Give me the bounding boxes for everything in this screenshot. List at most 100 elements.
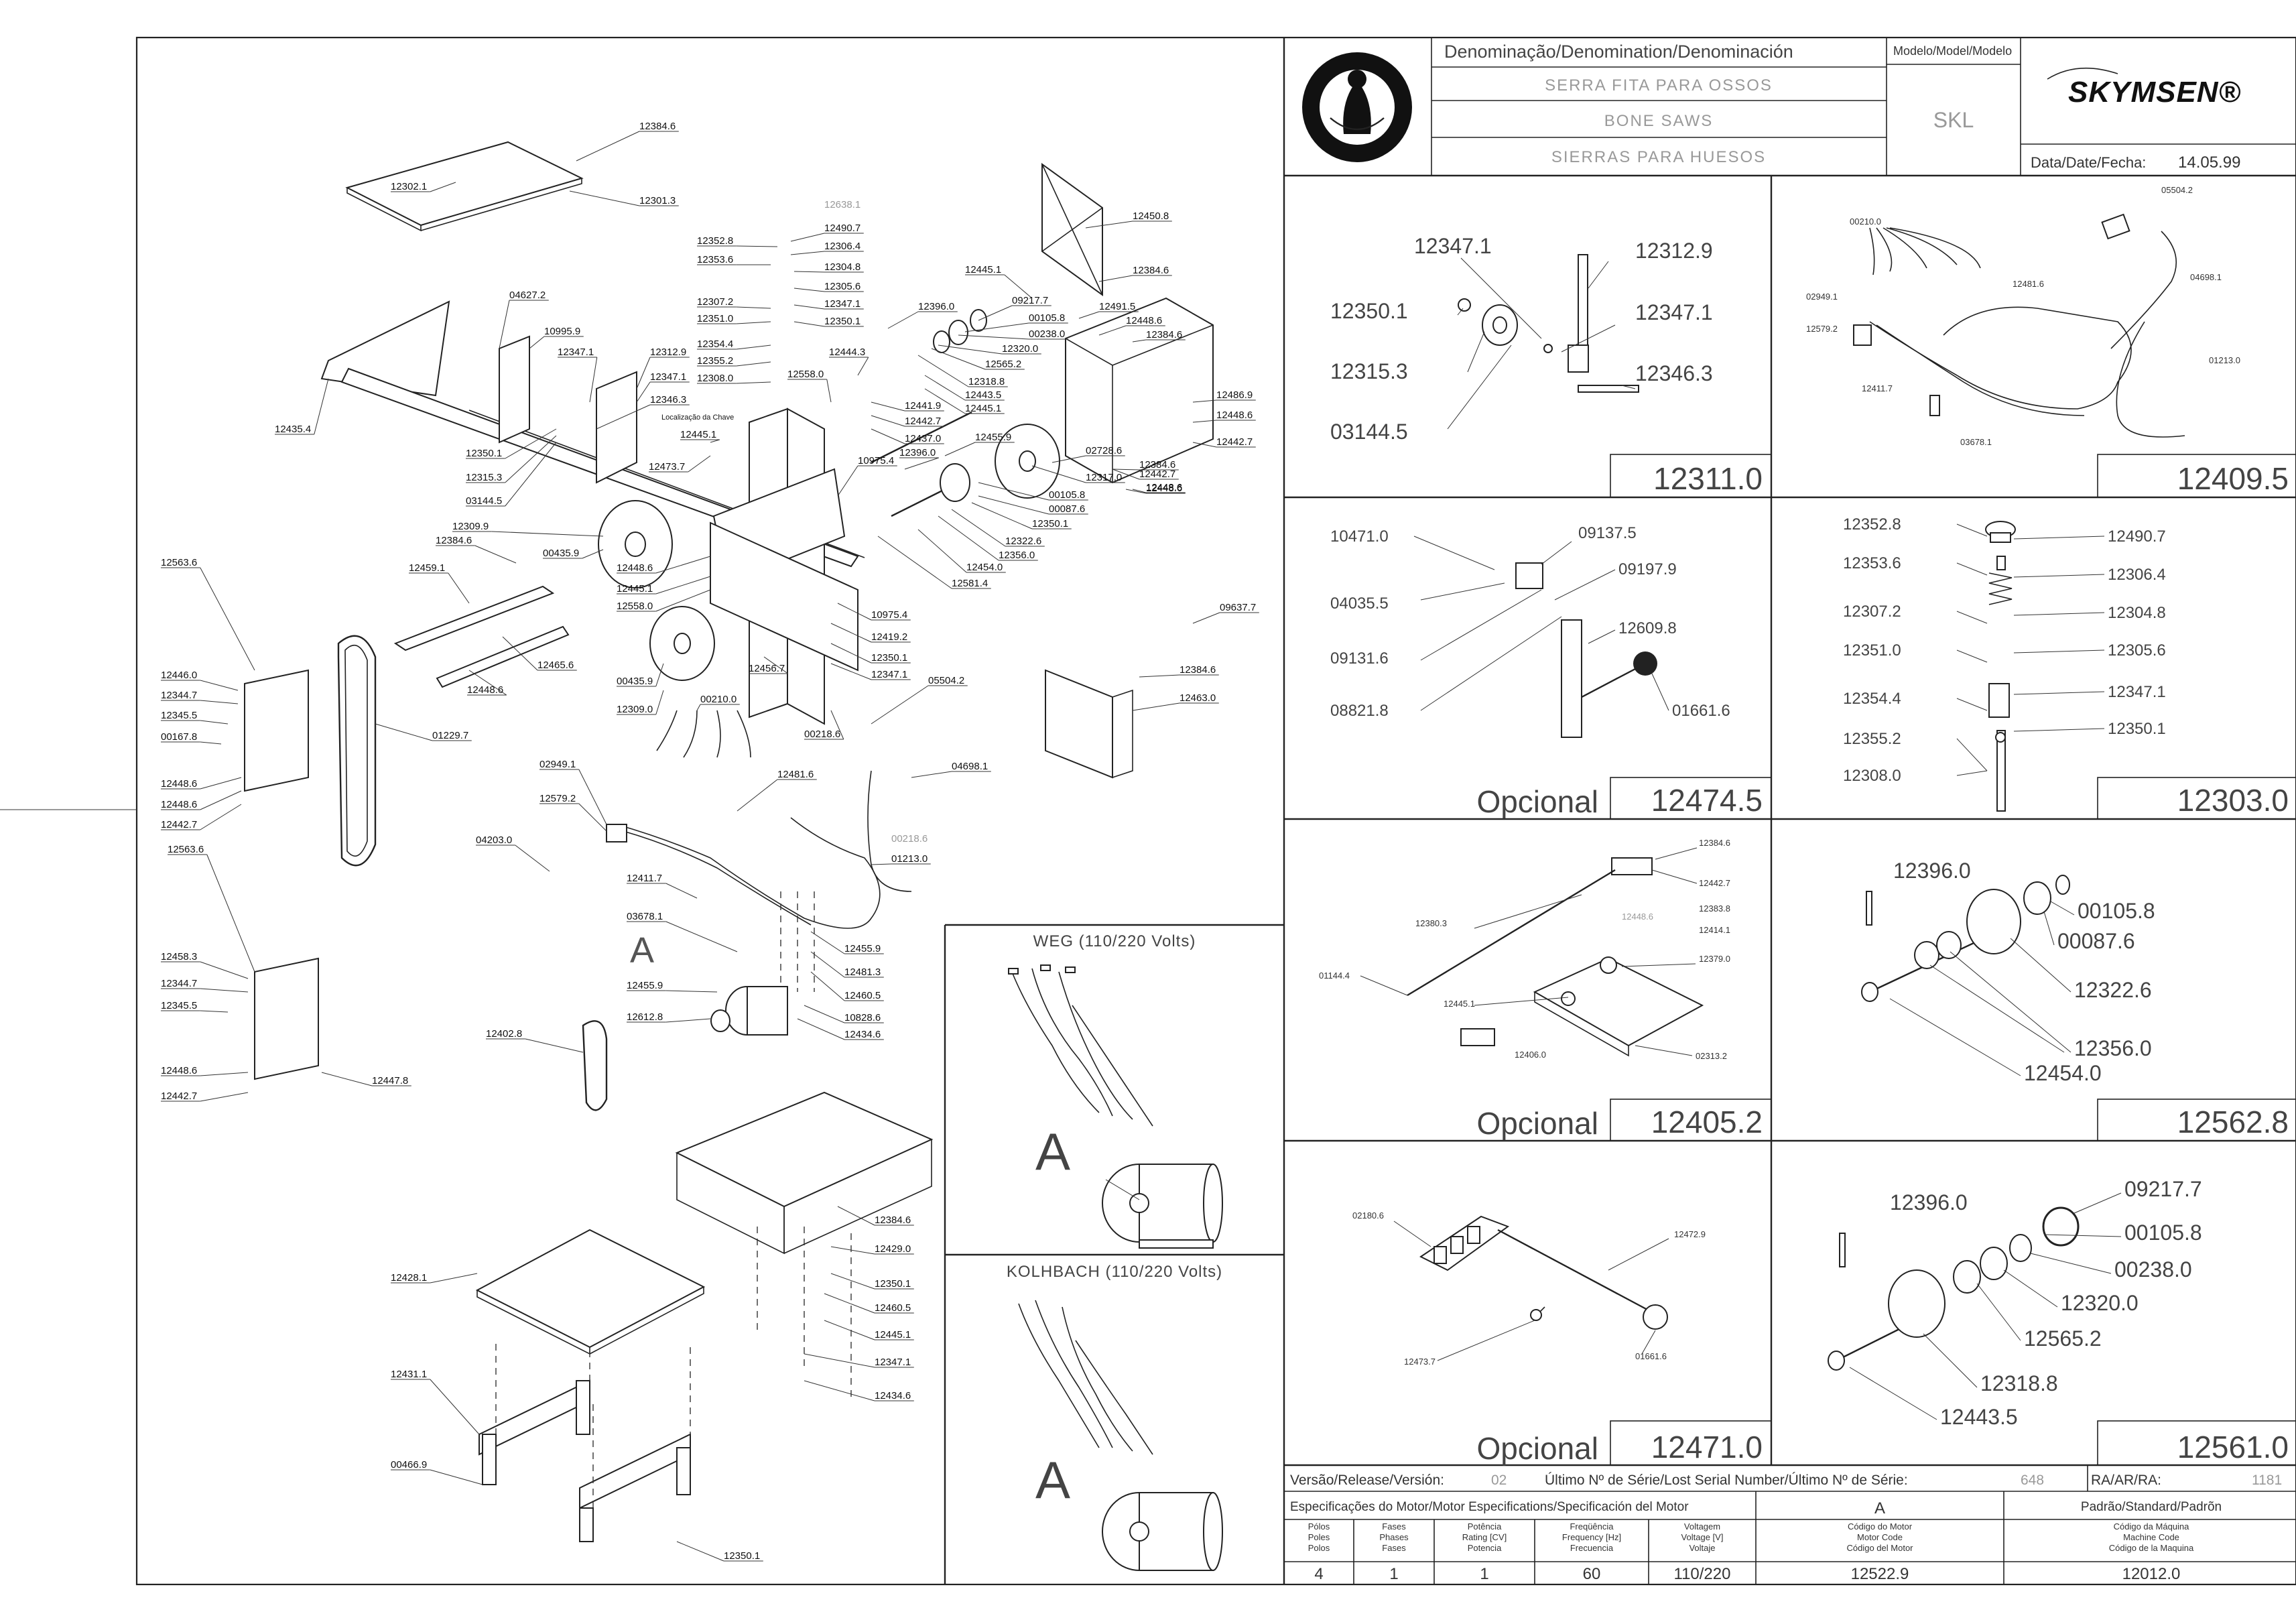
part-callout: 12446.0 bbox=[161, 670, 197, 681]
motor-reference-letter: A bbox=[630, 930, 654, 971]
part-callout: 00466.9 bbox=[391, 1459, 427, 1471]
panel-code: 12561.0 bbox=[2177, 1430, 2289, 1464]
spec-value: 12012.0 bbox=[2122, 1565, 2181, 1583]
detail-panel-12474: 12474.5 Opcional 10471.0 09137.5 09197.9… bbox=[1330, 524, 1772, 820]
spec-header-line: Potência bbox=[1468, 1521, 1502, 1532]
part-callout: 12350.1 bbox=[824, 316, 860, 327]
svg-text:SKYMSEN®: SKYMSEN® bbox=[2068, 76, 2241, 109]
part-callout: 10995.9 bbox=[544, 326, 580, 337]
callout: 12347.1 bbox=[1635, 300, 1713, 324]
callout: 01661.6 bbox=[1635, 1351, 1667, 1361]
callout: 00210.0 bbox=[1850, 216, 1881, 227]
callout: 12380.3 bbox=[1415, 918, 1447, 928]
callout: 12305.6 bbox=[2108, 641, 2166, 660]
spec-value: 1 bbox=[1480, 1565, 1488, 1583]
model-code: SKL bbox=[1933, 108, 1974, 132]
callout: 12350.1 bbox=[1330, 299, 1408, 323]
part-callout: 12301.3 bbox=[639, 195, 676, 206]
part-callout: 12437.0 bbox=[905, 433, 941, 444]
part-callout: 02949.1 bbox=[539, 759, 576, 770]
part-callout: 12347.1 bbox=[871, 669, 907, 680]
spec-header-line: Frequency [Hz] bbox=[1562, 1532, 1621, 1542]
callout: 05504.2 bbox=[2161, 185, 2193, 195]
part-callout: 12447.8 bbox=[372, 1075, 408, 1086]
part-callout: 12473.7 bbox=[649, 461, 685, 473]
panel-code: 12311.0 bbox=[1653, 461, 1763, 496]
part-callout: 12445.1 bbox=[965, 264, 1001, 275]
part-callout: 12442.7 bbox=[1216, 436, 1253, 448]
part-callout: 04203.0 bbox=[476, 834, 512, 846]
part-callout: 12384.6 bbox=[1133, 265, 1169, 276]
part-callout: 04627.2 bbox=[509, 290, 546, 301]
part-callout: 12463.0 bbox=[1179, 692, 1216, 704]
spec-header-line: Potencia bbox=[1468, 1543, 1502, 1553]
spec-header-line: Polos bbox=[1308, 1543, 1330, 1553]
part-callout: 12455.9 bbox=[627, 980, 663, 991]
part-callout: 00105.8 bbox=[1049, 489, 1085, 501]
panel-code: 12474.5 bbox=[1651, 783, 1763, 818]
spec-header-line: Código de la Maquina bbox=[2109, 1543, 2194, 1553]
spec-header-line: Voltage [V] bbox=[1681, 1532, 1724, 1542]
part-callout: 12448.6 bbox=[161, 778, 197, 790]
part-callout: 12442.7 bbox=[1139, 469, 1175, 480]
callout: 12406.0 bbox=[1515, 1050, 1546, 1060]
part-callout: 12443.5 bbox=[965, 389, 1001, 401]
part-callout: 00167.8 bbox=[161, 731, 197, 743]
part-callout: 12351.0 bbox=[697, 313, 733, 324]
part-callout: 12565.2 bbox=[985, 359, 1021, 370]
detail-panel-12405: 12405.2 Opcional 12384.6 12442.7 12383.8… bbox=[1319, 838, 1772, 1141]
part-callout: 12445.1 bbox=[965, 403, 1001, 414]
spec-header-line: Código da Máquina bbox=[2114, 1521, 2190, 1532]
last-serial-label: Último Nº de Série/Lost Serial Number/Úl… bbox=[1545, 1473, 1908, 1488]
weg-letter: A bbox=[1035, 1122, 1070, 1181]
optional-label: Opcional bbox=[1476, 784, 1598, 819]
part-callout: 12563.6 bbox=[161, 557, 197, 568]
info-block: Versão/Release/Versión: 02 Último Nº de … bbox=[1284, 1465, 2296, 1584]
part-callout: 12356.0 bbox=[999, 550, 1035, 561]
part-callout: 12638.1 bbox=[824, 199, 860, 210]
part-callout: 03678.1 bbox=[627, 911, 663, 922]
skymsen-logo: SKYMSEN® bbox=[2047, 67, 2241, 109]
part-callout: 12384.6 bbox=[639, 121, 676, 132]
callout: 04698.1 bbox=[2190, 272, 2222, 282]
panel-code: 12303.0 bbox=[2177, 783, 2289, 818]
detail-panel-12562: 12562.8 12396.0 00105.8 00087.6 12322.6 … bbox=[1861, 859, 2296, 1141]
weg-title: WEG (110/220 Volts) bbox=[1033, 932, 1196, 950]
part-callout: 09637.7 bbox=[1220, 602, 1256, 613]
callout: 03144.5 bbox=[1330, 420, 1408, 444]
part-callout: 12460.5 bbox=[844, 990, 881, 1001]
callout: 12609.8 bbox=[1618, 619, 1677, 637]
part-callout: 00210.0 bbox=[700, 694, 737, 705]
panel-code: 12562.8 bbox=[2177, 1105, 2289, 1139]
part-callout: 12456.7 bbox=[749, 663, 785, 674]
model-header: Modelo/Model/Modelo bbox=[1893, 44, 2012, 58]
callout: 09131.6 bbox=[1330, 649, 1389, 668]
part-callout: 12350.1 bbox=[1032, 518, 1068, 529]
callout: 12315.3 bbox=[1330, 359, 1408, 383]
spec-header-line: Rating [CV] bbox=[1462, 1532, 1507, 1542]
spec-header-line: Fases bbox=[1382, 1521, 1406, 1532]
part-callout: 12455.9 bbox=[844, 943, 881, 954]
callout: 12347.1 bbox=[2108, 683, 2166, 701]
spec-header-line: Freqüência bbox=[1570, 1521, 1614, 1532]
callout: 12355.2 bbox=[1843, 730, 1901, 748]
part-callout: 12309.9 bbox=[452, 521, 489, 532]
last-serial-value: 648 bbox=[2021, 1473, 2044, 1488]
callout: 12442.7 bbox=[1699, 878, 1730, 888]
callout: 01144.4 bbox=[1319, 971, 1350, 981]
part-callout: 12309.0 bbox=[617, 704, 653, 715]
callout: 12347.1 bbox=[1414, 234, 1492, 258]
callout: 12320.0 bbox=[2061, 1291, 2139, 1315]
callout: 12473.7 bbox=[1404, 1357, 1436, 1367]
part-callout: 12355.2 bbox=[697, 355, 733, 367]
part-callout: 00435.9 bbox=[617, 676, 653, 687]
part-callout: 12347.1 bbox=[875, 1357, 911, 1368]
callout: 00087.6 bbox=[2057, 929, 2135, 953]
part-callout: 12350.1 bbox=[466, 448, 502, 459]
part-callout: 12579.2 bbox=[539, 793, 576, 804]
callout: 00238.0 bbox=[2114, 1257, 2192, 1282]
part-callout: 12350.1 bbox=[871, 652, 907, 664]
part-callout: 12448.6 bbox=[1216, 410, 1253, 421]
